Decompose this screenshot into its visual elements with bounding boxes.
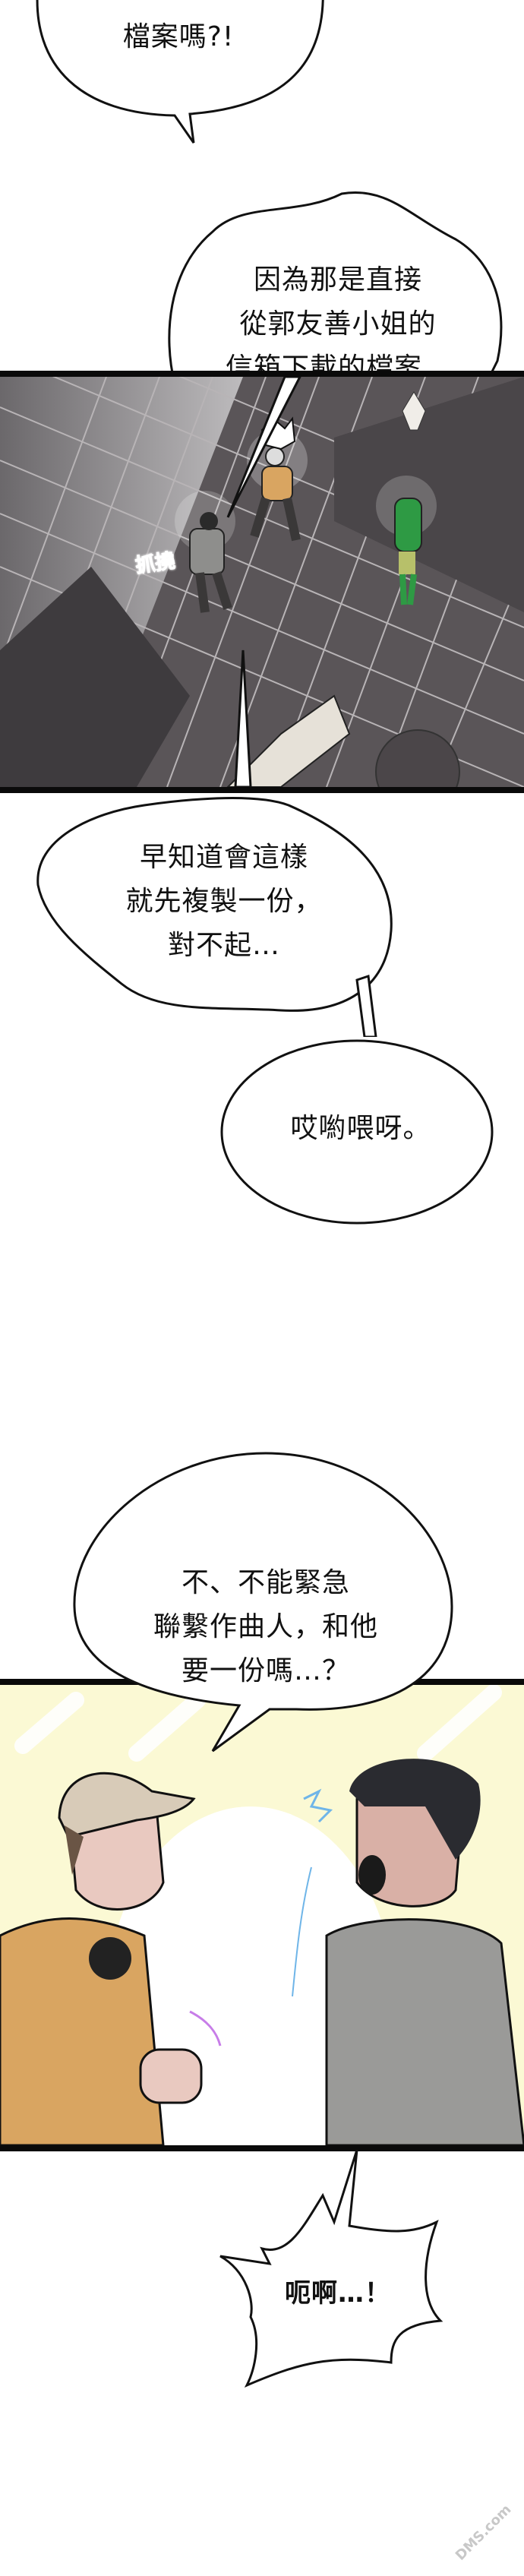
two-men-art <box>0 1685 524 2145</box>
cap <box>58 1772 196 1838</box>
speech-bubble-6-text: 呃啊…！ <box>285 2278 391 2309</box>
speech-bubble-1: 檔案嗎?! <box>0 0 524 152</box>
speech-bubble-2: 因為那是直接 從郭友善小姐的 信箱下載的檔案… <box>159 186 516 391</box>
speech-bubble-1-outline <box>36 0 324 144</box>
speech-bubble-4: 哎喲喂呀。 <box>220 1029 501 1227</box>
speech-bubble-5: 不、不能緊急 聯繫作曲人，和他 要一份嗎…？ <box>68 1447 463 1766</box>
sofa-left <box>0 567 190 787</box>
speech-bubble-6: 呃啊…！ <box>216 2150 452 2393</box>
speech-bubble-2-tail <box>226 377 301 518</box>
speech-bubble-2-outline <box>168 191 503 385</box>
sound-effect-scratch: 抓撓 <box>134 549 177 578</box>
person-green-hoodie <box>376 476 437 605</box>
background-streaks <box>14 1685 502 1762</box>
panel-two-men <box>0 1679 524 2151</box>
speech-bubble-1-text: 檔案嗎?! <box>122 21 235 52</box>
man-with-cap <box>0 1772 203 2145</box>
person-grey-shirt <box>175 491 235 613</box>
open-mouth <box>358 1855 386 1895</box>
sofa-right <box>334 377 524 612</box>
speech-bubble-3-tail <box>234 650 252 787</box>
watermark-text: DMS.com <box>452 2502 515 2564</box>
speech-bubble-6-outline <box>219 2150 444 2388</box>
motion-line <box>292 1866 312 1997</box>
studio-floor-art <box>0 377 524 787</box>
wiggle-mark-icon <box>189 2010 222 2047</box>
speech-bubble-3-text: 早知道會這樣 就先複製一份， 對不起… <box>125 842 323 961</box>
speech-bubble-4-text: 哎喲喂呀。 <box>290 1113 431 1144</box>
surprise-mark-icon <box>303 1788 333 1823</box>
speech-bubble-5-text: 不、不能緊急 聯繫作曲人，和他 要一份嗎…？ <box>153 1567 378 1686</box>
speech-bubble-3-outline <box>36 797 393 1037</box>
hair <box>349 1759 481 1860</box>
speech-bubble-3: 早知道會這樣 就先複製一份， 對不起… <box>30 794 410 1037</box>
shocked-man <box>325 1759 524 2145</box>
headphones-icon <box>89 1937 131 1980</box>
panel-studio-overhead: 抓撓 <box>0 371 524 793</box>
watermark-logo: DMS.com <box>448 2499 516 2568</box>
hands <box>139 2048 203 2104</box>
guitar-icon <box>402 391 426 431</box>
speech-bubble-5-outline <box>73 1452 453 1753</box>
speech-bubble-4-outline <box>220 1039 494 1225</box>
round-table <box>375 729 460 787</box>
